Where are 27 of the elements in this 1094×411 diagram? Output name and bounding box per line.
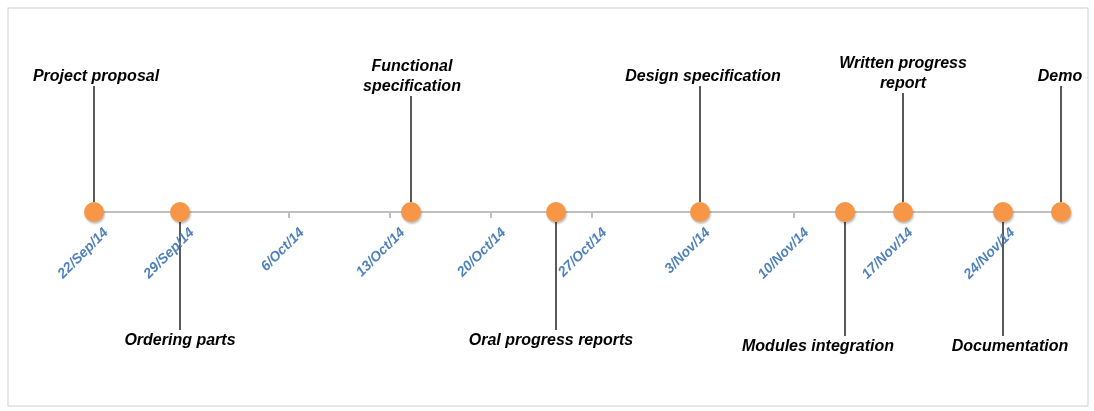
- milestone-dot: [84, 202, 104, 222]
- milestone-label: Ordering parts: [100, 330, 260, 350]
- milestone-label: Oral progress reports: [441, 330, 661, 350]
- milestone-dot: [835, 202, 855, 222]
- milestone-dot: [690, 202, 710, 222]
- leader-line: [902, 92, 904, 203]
- milestone-dot: [893, 202, 913, 222]
- milestone-dot: [993, 202, 1013, 222]
- leader-line: [93, 85, 95, 203]
- milestone-label: Modules integration: [723, 336, 913, 356]
- milestone-dot: [546, 202, 566, 222]
- milestone-label: Documentation: [935, 336, 1085, 356]
- leader-line: [699, 85, 701, 203]
- leader-line: [555, 221, 557, 331]
- milestone-label: Project proposal: [11, 66, 181, 86]
- milestone-label: Functional specification: [347, 56, 477, 96]
- milestone-dot: [1051, 202, 1071, 222]
- milestone-label: Design specification: [603, 66, 803, 86]
- leader-line: [1060, 85, 1062, 203]
- leader-line: [179, 221, 181, 331]
- leader-line: [1002, 221, 1004, 337]
- milestone-label: Demo: [1030, 66, 1090, 86]
- leader-line: [844, 221, 846, 337]
- milestone-dot: [401, 202, 421, 222]
- milestone-label: Written progress report: [823, 53, 983, 93]
- leader-line: [410, 95, 412, 203]
- milestone-dot: [170, 202, 190, 222]
